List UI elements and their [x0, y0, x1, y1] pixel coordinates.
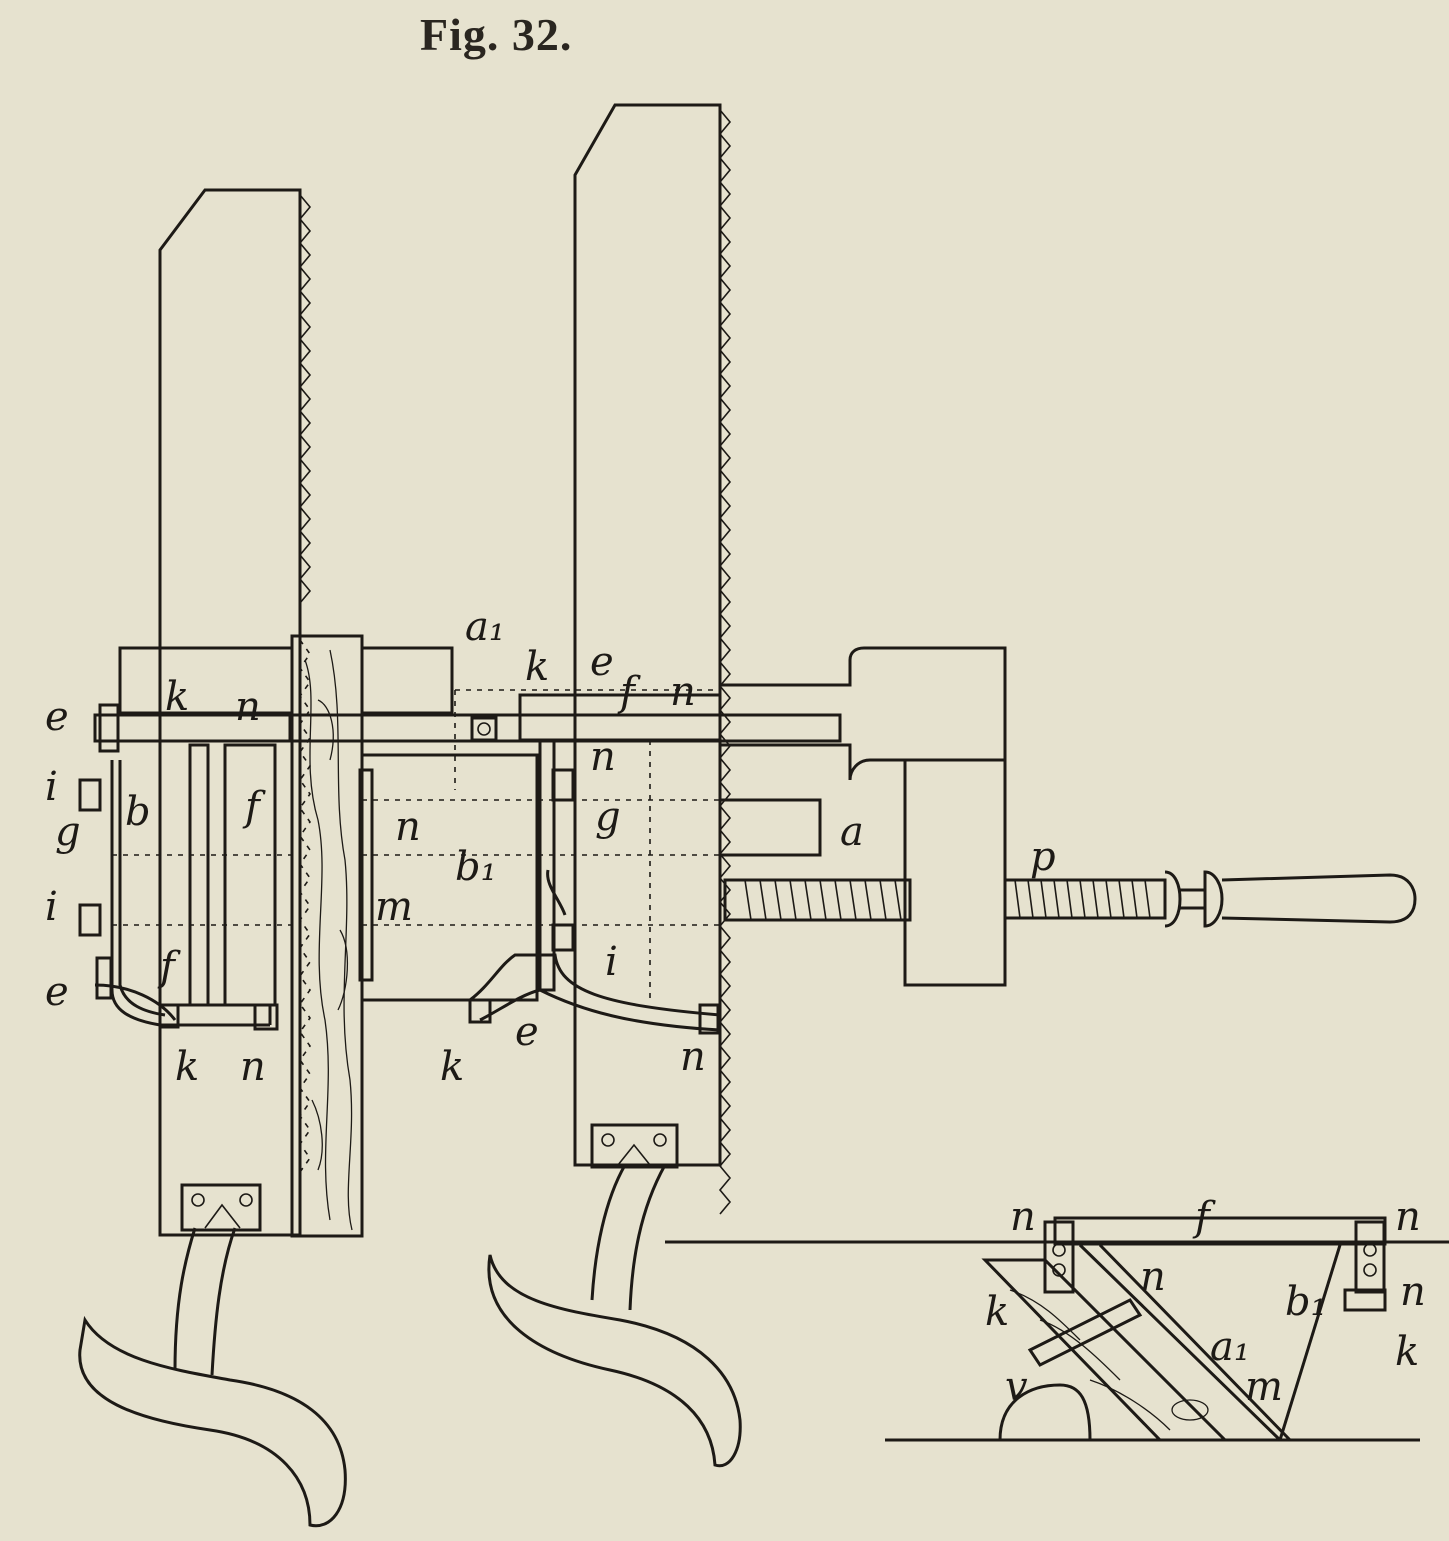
middle-body [360, 753, 539, 1002]
right-saw-blade [573, 103, 722, 1167]
middle-frame [288, 646, 722, 1002]
label-g-left: g [55, 809, 81, 855]
label-i-left-2: i [45, 884, 58, 930]
side-leg-b1 [1278, 1244, 1342, 1441]
left-rivet-2 [239, 1193, 253, 1207]
left-saw [78, 188, 347, 1528]
side-wood-block [981, 1258, 1229, 1442]
label-k-side-right: k [1395, 1329, 1419, 1375]
side-view [665, 1216, 1449, 1442]
label-n-right-bottom: n [680, 1034, 706, 1080]
label-f-left: f [242, 784, 266, 830]
left-clamp-top [118, 646, 294, 715]
left-mount-notch [204, 1203, 241, 1229]
left-handle-grip [173, 1227, 237, 1376]
label-k-side-left: k [985, 1289, 1009, 1335]
label-i-right: i [605, 939, 618, 985]
label-g-right: g [595, 794, 621, 840]
label-v: v [1005, 1364, 1028, 1410]
right-handle-grip [590, 1164, 667, 1311]
label-b1-side: b₁ [1285, 1279, 1327, 1325]
main-rail [288, 713, 722, 743]
label-n-right: n [590, 734, 616, 780]
screw-vise [718, 646, 1417, 987]
right-saw [487, 103, 742, 1468]
label-k-top: k [525, 644, 549, 690]
left-handle-mount [180, 1183, 262, 1232]
label-n-side-mid: n [1140, 1254, 1166, 1300]
label-k-bottom: k [175, 1044, 199, 1090]
label-n-side-far: n [1400, 1269, 1426, 1315]
right-handle-mount [590, 1123, 679, 1169]
left-handle-horn [78, 1315, 347, 1528]
label-b1: b₁ [455, 844, 497, 890]
label-a: a [840, 809, 864, 855]
labels: a₁ k e f n k n e i b f g i f e n b₁ m n … [45, 604, 1426, 1410]
label-n-side-left: n [1010, 1194, 1036, 1240]
side-top-bar [1053, 1216, 1387, 1246]
label-e-left-2: e [45, 969, 69, 1015]
right-handle-horn [487, 1254, 742, 1468]
left-rivet-1 [191, 1193, 205, 1207]
right-saw-teeth [718, 109, 732, 1215]
label-e-left: e [45, 694, 69, 740]
vise-sliding-jaw [903, 758, 1007, 987]
rail-nut-a1 [470, 716, 498, 742]
label-f-bow: f [157, 944, 181, 990]
left-clamp-post [188, 743, 210, 1007]
left-saw-teeth [298, 194, 312, 604]
right-clamp-bow [469, 953, 721, 1017]
left-wood-jaw [290, 634, 364, 1238]
left-saw-blade [158, 188, 302, 1237]
label-n-top: n [670, 669, 696, 715]
label-e-right-bottom: e [515, 1009, 539, 1055]
label-a1-top: a₁ [465, 604, 505, 650]
vise-jaw-a [718, 798, 822, 857]
label-p: p [1030, 834, 1056, 880]
vise-screw-inner [723, 878, 912, 922]
vise-arm [720, 646, 1007, 781]
left-clamp [78, 646, 294, 1031]
label-k-right-bottom: k [440, 1044, 464, 1090]
label-i-left: i [45, 764, 58, 810]
label-m-side: m [1245, 1364, 1283, 1410]
figure-title: Fig. 32. [420, 9, 573, 60]
vise-handle [1221, 873, 1417, 924]
label-n-bottom: n [240, 1044, 266, 1090]
screw-collar [1164, 870, 1182, 928]
label-n-mid: n [395, 804, 421, 850]
side-foot [998, 1383, 1092, 1441]
label-n-left: n [235, 684, 261, 730]
side-clamp-rod [1027, 1298, 1143, 1367]
label-a1-side: a₁ [1210, 1324, 1250, 1370]
label-b: b [125, 789, 151, 835]
label-k-left: k [165, 674, 189, 720]
label-m: m [375, 884, 413, 930]
label-n-side-right: n [1395, 1194, 1421, 1240]
middle-top-block [360, 646, 454, 715]
wood-jaw-block [290, 634, 364, 1238]
label-e-top: e [590, 639, 614, 685]
label-f-top: f [617, 669, 641, 715]
